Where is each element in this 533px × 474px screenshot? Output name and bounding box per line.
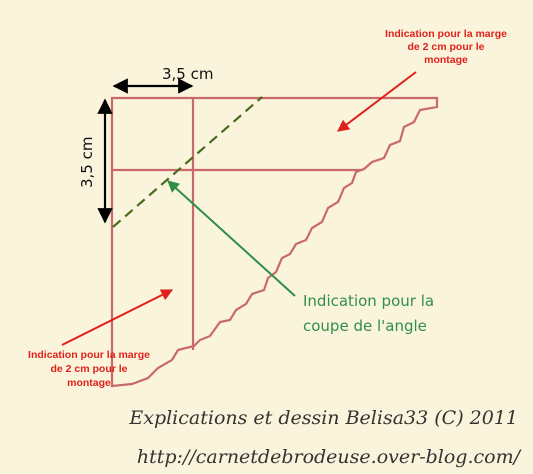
credit-url: http://carnetdebrodeuse.over-blog.com/	[137, 446, 522, 468]
bottom-left-annotation-line3: montage	[67, 377, 111, 389]
angle-cut-green-arrow	[167, 180, 296, 297]
bottom-left-annotation-line2: de 2 cm pour le	[50, 363, 127, 375]
top-right-annotation-line1: Indication pour la marge	[385, 28, 507, 40]
angle-cut-annotation-line2: coupe de l'angle	[303, 317, 427, 335]
bottom-left-red-arrow	[61, 289, 174, 346]
credit-line: Explications et dessin Belisa33 (C) 2011	[128, 407, 518, 429]
height-label: 3,5 cm	[78, 137, 96, 188]
top-right-red-arrow	[337, 71, 417, 132]
bottom-left-annotation-line1: Indication pour la marge	[28, 349, 150, 361]
top-right-annotation-line3: montage	[424, 54, 468, 66]
angle-cut-dashed-line	[112, 96, 263, 228]
top-right-annotation-line2: de 2 cm pour le	[407, 41, 484, 53]
angle-cut-annotation-line1: Indication pour la	[303, 292, 434, 310]
width-label: 3,5 cm	[162, 65, 213, 83]
fabric-outline	[110, 96, 439, 388]
